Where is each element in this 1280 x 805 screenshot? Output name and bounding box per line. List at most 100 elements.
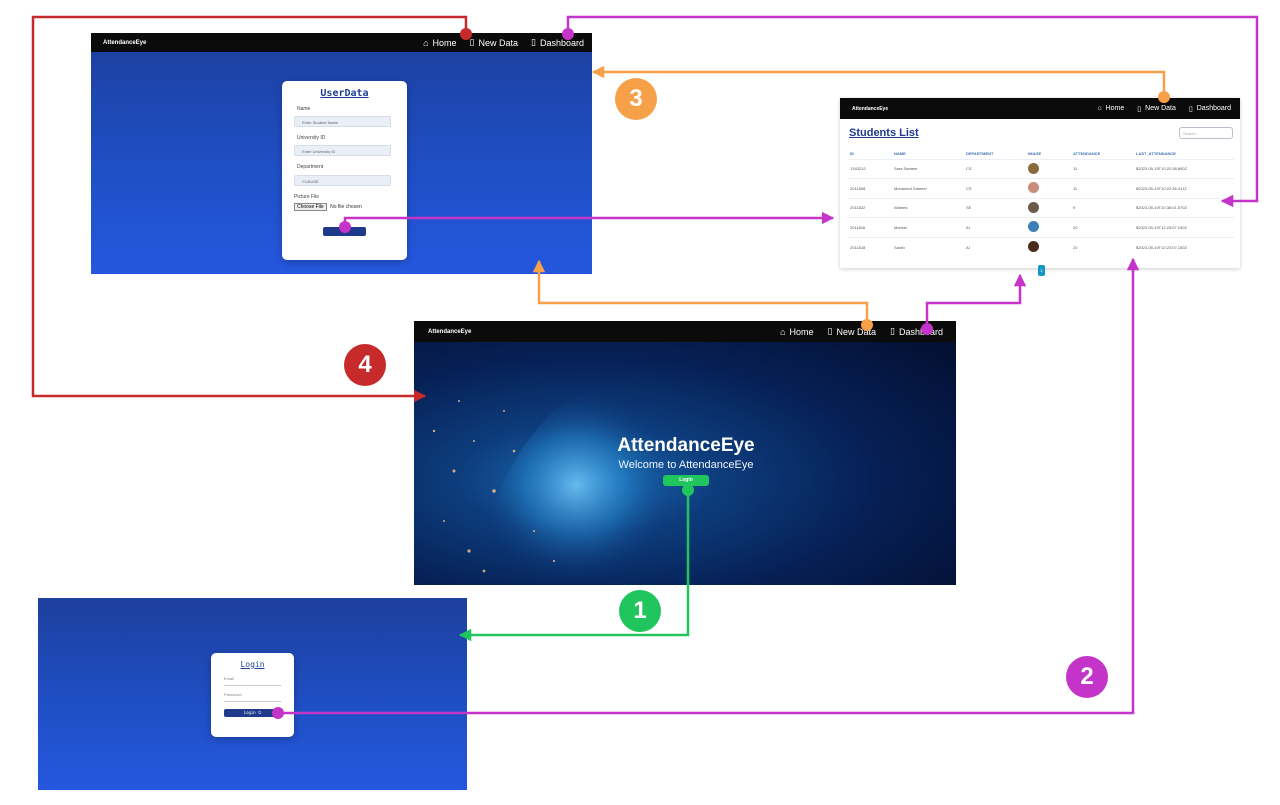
cell-id: 2011818 [849, 236, 893, 257]
nav-home-label: Home [789, 326, 814, 337]
col-id: ID [850, 150, 854, 156]
cell-attendance: 20 [1072, 236, 1135, 257]
nav-links: ⌂Home ▯New Data ▯Dashboard [780, 326, 943, 337]
cell-name: Mohsin [893, 217, 965, 237]
login-card: Login Email Password Login ⏻ [211, 653, 294, 737]
choose-file-button[interactable]: Choose File [294, 203, 327, 211]
nav-home[interactable]: ⌂Home [423, 38, 456, 48]
picture-file-label: Picture File [294, 194, 320, 200]
brand-logo[interactable]: AttendanceEye [852, 105, 889, 112]
login-title: Login [240, 660, 265, 669]
nav-dashboard[interactable]: ▯Dashboard [1189, 105, 1231, 113]
password-input[interactable]: Password [224, 692, 281, 702]
nav-new-data[interactable]: ▯New Data [1137, 105, 1176, 113]
face-profile [474, 385, 679, 585]
home-icon: ⌂ [1097, 105, 1102, 112]
nav-home[interactable]: ⌂Home [1097, 105, 1124, 112]
cell-name: Sara Sameer [893, 158, 965, 179]
cell-attendance: 11 [1072, 178, 1135, 198]
login-submit-button[interactable]: Login ⏻ [224, 709, 281, 717]
students-table: ID NAME DEPARTMENT IMAGE ATTENDANCE LAST… [849, 148, 1234, 257]
cell-attendance: 20 [1072, 217, 1135, 237]
avatar [1028, 162, 1039, 174]
nav-new-data[interactable]: ▯New Data [470, 37, 518, 48]
avatar [1028, 221, 1039, 233]
students-list-screenshot: AttendanceEye ⌂Home ▯New Data ▯Dashboard… [840, 98, 1240, 276]
cell-image [1027, 197, 1072, 218]
login-button[interactable]: Login [663, 475, 709, 486]
university-id-input[interactable]: Enter University ID [294, 145, 391, 156]
home-screenshot: AttendanceEye ⌂Home ▯New Data ▯Dashboard… [414, 321, 956, 585]
cell-attendance: 11 [1072, 158, 1135, 179]
cell-id: 1343212 [849, 158, 893, 179]
cell-last-attendance: $2023-05-19T10:38:01.570Z [1135, 197, 1234, 218]
brand-logo[interactable]: AttendanceEye [103, 39, 147, 46]
cell-image [1027, 217, 1072, 237]
email-input[interactable]: Email [224, 676, 281, 686]
nav-dashboard-label: Dashboard [898, 326, 943, 337]
cell-department: CS [965, 178, 1027, 198]
nav-new-data[interactable]: ▯New Data [828, 326, 876, 337]
file-icon: ▯ [1137, 105, 1142, 113]
nav-dashboard[interactable]: ▯Dashboard [890, 326, 943, 337]
cell-last-attendance: $2023-05-19T10:22:36.411Z [1135, 178, 1234, 198]
brand-logo[interactable]: AttendanceEye [428, 328, 472, 335]
university-id-label: University ID [297, 135, 326, 141]
cell-last-attendance: $2023-05-19T12:23:07.150Z [1135, 217, 1234, 237]
cell-image [1027, 236, 1072, 257]
cell-id: 2011808 [849, 178, 893, 198]
cell-name: Mohamed Sameer [893, 178, 965, 198]
step-badge-3: 3 [615, 78, 657, 120]
col-department: DEPARTMENT [966, 150, 994, 156]
nav-new-data-label: New Data [836, 326, 877, 337]
cell-id: 2011822 [849, 197, 893, 218]
login-submit-label: Login [243, 710, 256, 715]
navbar: AttendanceEye ⌂Home ▯New Data ▯Dashboard [91, 33, 592, 52]
nav-dashboard-label: Dashboard [1196, 105, 1231, 112]
nav-new-data-label: New Data [1145, 105, 1176, 112]
cell-name: Waleed [893, 197, 965, 218]
file-icon: ▯ [1188, 105, 1193, 113]
home-icon: ⌂ [780, 326, 786, 337]
cell-id: 2011816 [849, 217, 893, 237]
nav-dashboard[interactable]: ▯Dashboard [531, 37, 584, 48]
userdata-form-card: UserData Name Enter Student Name Univers… [282, 81, 407, 260]
col-last-attendance: LAST_ATTENDANCE [1136, 150, 1176, 156]
cell-image [1027, 158, 1072, 179]
cell-department: AI [965, 217, 1027, 237]
hero-title: AttendanceEye [617, 435, 755, 456]
nav-new-data-label: New Data [478, 37, 519, 48]
form-title: UserData [320, 88, 369, 99]
navbar: AttendanceEye ⌂Home ▯New Data ▯Dashboard [840, 98, 1240, 119]
nav-home[interactable]: ⌂Home [780, 327, 813, 337]
nav-home-label: Home [1105, 105, 1125, 112]
cell-image [1027, 178, 1072, 198]
col-image: IMAGE [1028, 150, 1042, 156]
department-select[interactable]: CUAUSE [294, 175, 391, 186]
file-icon: ▯ [531, 37, 536, 47]
step-badge-1: 1 [619, 590, 661, 632]
nav-links: ⌂Home ▯New Data ▯Dashboard [1097, 105, 1231, 113]
search-input[interactable]: Search... [1179, 127, 1233, 139]
userdata-screenshot: AttendanceEye ⌂Home ▯New Data ▯Dashboard… [91, 33, 592, 274]
name-input[interactable]: Enter Student Name [294, 116, 391, 127]
name-label: Name [297, 106, 311, 112]
step-badge-2: 2 [1066, 656, 1108, 698]
avatar [1028, 182, 1039, 194]
step-badge-4: 4 [344, 344, 386, 386]
page-title: Students List [849, 127, 919, 139]
cell-last-attendance: $2023-05-19T10:22:38.890Z [1135, 158, 1234, 179]
avatar [1028, 201, 1039, 213]
department-label: Department [297, 164, 324, 170]
pagination-page-1[interactable]: 1 [1038, 265, 1045, 276]
col-attendance: ATTENDANCE [1073, 150, 1101, 156]
arrow-list-newdata-to-form [591, 65, 1166, 97]
submit-button[interactable] [323, 227, 366, 236]
file-icon: ▯ [890, 326, 895, 336]
cell-department: SE [965, 197, 1027, 218]
file-icon: ▯ [469, 37, 475, 47]
home-icon: ⌂ [423, 37, 429, 48]
col-name: NAME [894, 150, 906, 156]
